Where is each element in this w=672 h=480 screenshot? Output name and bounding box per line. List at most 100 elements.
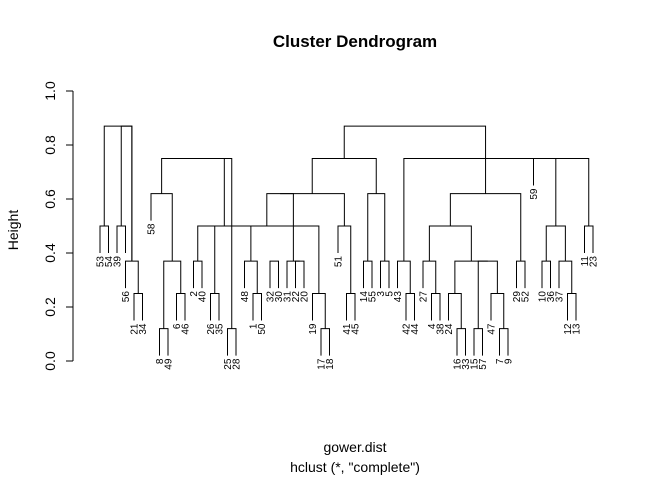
leaf-label: 12 [563, 323, 574, 335]
dendrogram-branch [448, 293, 462, 329]
leaf-label: 27 [419, 291, 430, 303]
leaf-label: 24 [444, 323, 455, 335]
dendrogram-branch [269, 260, 279, 289]
leaf-label: 50 [257, 323, 268, 335]
x-axis-label: gower.dist [323, 439, 386, 455]
dendrogram-branch [197, 225, 252, 262]
dendrogram-branch [159, 328, 169, 356]
dendrogram-branch [280, 193, 345, 226]
dendrogram-branch [176, 293, 186, 321]
y-axis-label: Height [5, 210, 21, 251]
dendrogram-branch [490, 293, 505, 329]
leaf-label: 10 [538, 291, 549, 303]
leaf-label: 32 [266, 291, 277, 303]
leaf-label: 6 [172, 323, 183, 329]
y-tick-label: 1.0 [42, 81, 58, 101]
leaf-label: 17 [317, 358, 328, 370]
leaf-label: 54 [104, 256, 115, 268]
dendrogram-branch [584, 225, 594, 253]
dendrogram-branch [343, 125, 487, 194]
dendrogram-branch [223, 158, 233, 329]
leaf-label: 57 [478, 358, 489, 370]
leaf-label: 42 [402, 323, 413, 335]
dendrogram-branch [295, 260, 305, 289]
leaf-label: 47 [487, 323, 498, 335]
leaf-label: 46 [181, 323, 192, 335]
dendrogram-branch [120, 125, 133, 262]
dendrogram-branch [431, 293, 441, 321]
leaf-label: 22 [291, 291, 302, 303]
dendrogram-branch [227, 328, 237, 356]
leaf-labels: 5354395621345884964624026352528481503230… [96, 188, 600, 370]
dendrogram-branch [320, 328, 330, 356]
dendrogram-branch [380, 260, 390, 289]
leaf-label: 38 [436, 323, 447, 335]
leaf-label: 30 [274, 291, 285, 303]
dendrogram-branch [541, 260, 551, 289]
dendrogram-branch [266, 193, 294, 262]
dendrogram-branch [516, 260, 526, 289]
chart-title: Cluster Dendrogram [273, 32, 437, 51]
leaf-label: 40 [198, 291, 209, 303]
dendrogram-branch [312, 293, 326, 329]
dendrogram-branch [454, 260, 488, 294]
leaf-label: 23 [589, 256, 600, 268]
leaf-label: 19 [308, 323, 319, 335]
y-tick-label: 0.6 [42, 189, 58, 209]
branches [99, 125, 594, 356]
dendrogram-branch [456, 328, 466, 356]
dendrogram-branch [499, 328, 509, 356]
leaf-label: 34 [138, 323, 149, 335]
leaf-label: 41 [342, 323, 353, 335]
dendrogram-branch [405, 293, 415, 321]
y-tick-label: 0.0 [42, 351, 58, 371]
leaf-label: 13 [572, 323, 583, 335]
leaf-label: 33 [461, 358, 472, 370]
dendrogram-branch [403, 158, 557, 262]
leaf-label: 4 [427, 323, 438, 329]
dendrogram-branch [161, 158, 229, 194]
leaf-label: 25 [223, 358, 234, 370]
leaf-label: 15 [470, 358, 481, 370]
dendrogram-branch [367, 193, 386, 262]
dendrogram-branch [214, 225, 320, 294]
leaf-label: 8 [155, 358, 166, 364]
dendrogram-branch [567, 293, 577, 321]
leaf-label: 11 [580, 256, 591, 267]
leaf-label: 31 [283, 291, 294, 303]
leaf-label: 16 [453, 358, 464, 370]
dendrogram-branch [286, 260, 300, 289]
leaf-label: 18 [325, 358, 336, 370]
dendrogram-branch [473, 328, 483, 356]
leaf-label: 5 [385, 291, 396, 297]
dendrogram-branch [193, 260, 203, 289]
leaf-label: 28 [232, 358, 243, 370]
leaf-label: 2 [189, 291, 200, 297]
leaf-label: 53 [96, 256, 107, 268]
leaf-label: 43 [393, 291, 404, 303]
dendrogram-branch [545, 225, 566, 262]
dendrogram-branch [533, 158, 590, 226]
leaf-label: 55 [368, 291, 379, 303]
leaf-label: 21 [130, 323, 141, 335]
dendrogram-branch [125, 260, 139, 294]
leaf-label: 35 [215, 323, 226, 335]
leaf-label: 51 [334, 256, 345, 268]
dendrogram-branch [477, 260, 498, 329]
chart-subtitle: hclust (*, "complete") [290, 459, 420, 475]
dendrogram-branch [103, 125, 133, 262]
dendrogram-branch [99, 225, 109, 253]
dendrogram-branch [558, 260, 573, 294]
y-tick-label: 0.2 [42, 297, 58, 317]
dendrogram-branch [449, 193, 522, 262]
y-tick-label: 0.4 [42, 243, 58, 263]
leaf-label: 58 [147, 223, 158, 235]
leaf-label: 3 [376, 291, 387, 297]
leaf-label: 14 [359, 291, 370, 303]
dendrogram-branch [244, 260, 258, 294]
dendrogram-branch [116, 225, 126, 253]
y-tick-label: 0.8 [42, 135, 58, 155]
leaf-label: 26 [206, 323, 217, 335]
leaf-label: 39 [113, 256, 124, 268]
